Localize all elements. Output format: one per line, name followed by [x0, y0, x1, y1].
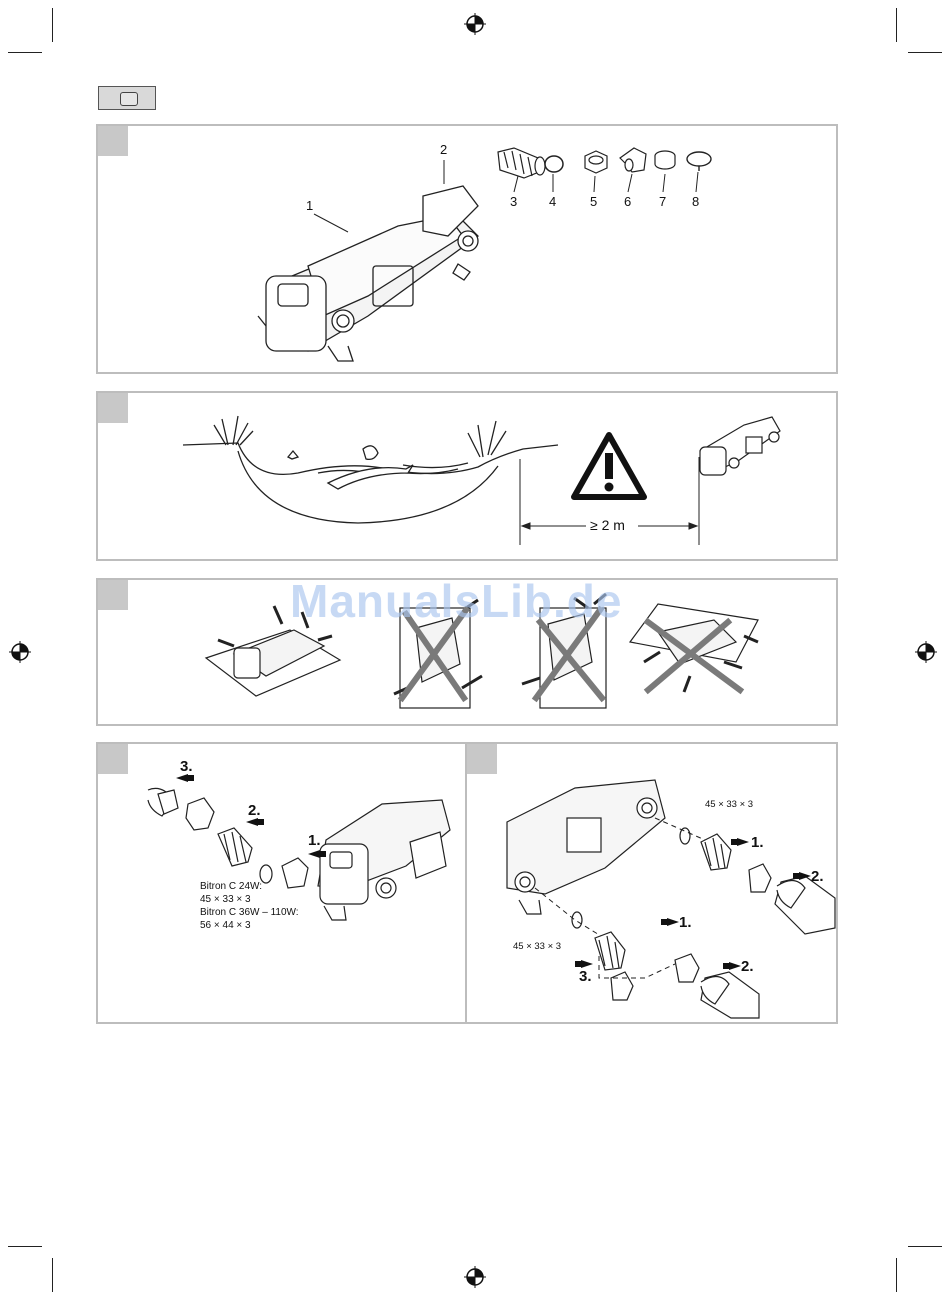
crop-mark	[8, 1246, 42, 1247]
watermark: ManualsLib.de	[290, 574, 622, 628]
language-flag-icon	[120, 92, 138, 106]
spec-line-4: 56 × 44 × 3	[200, 919, 251, 932]
registration-mark-icon	[915, 641, 937, 663]
language-tab	[98, 86, 156, 110]
panel-corner	[98, 580, 128, 610]
crop-mark	[908, 1246, 942, 1247]
crop-mark	[8, 52, 42, 53]
panel-connection-elbow: 3. 2. 1. Bitron C 24W: 45 × 33 × 3 Bitro…	[96, 742, 467, 1024]
registration-mark-icon	[464, 1266, 486, 1288]
spec-line-2: 45 × 33 × 3	[200, 893, 251, 906]
overhead-mounting-not-allowed-illustration	[624, 602, 764, 706]
spec-line-3: Bitron C 36W – 110W:	[200, 906, 299, 919]
spec-line-1: Bitron C 24W:	[200, 880, 262, 893]
distance-label: ≥ 2 m	[590, 517, 625, 533]
step-arrows	[467, 744, 840, 1026]
crop-mark	[52, 8, 53, 42]
part-leader-lines	[98, 126, 840, 376]
panel-scope-of-delivery: 1 2 3 4 5 6 7 8	[96, 124, 838, 374]
crop-mark	[896, 8, 897, 42]
registration-mark-icon	[9, 641, 31, 663]
crop-mark	[896, 1258, 897, 1292]
registration-mark-icon	[464, 13, 486, 35]
step-arrows	[98, 744, 469, 1026]
crop-mark	[52, 1258, 53, 1292]
panel-installation-distance: ≥ 2 m	[96, 391, 838, 561]
panel-connection-straight: 45 × 33 × 3 45 × 33 × 3 1. 2. 1. 2. 3.	[465, 742, 838, 1024]
distance-dimension-line	[98, 393, 840, 563]
crop-mark	[908, 52, 942, 53]
